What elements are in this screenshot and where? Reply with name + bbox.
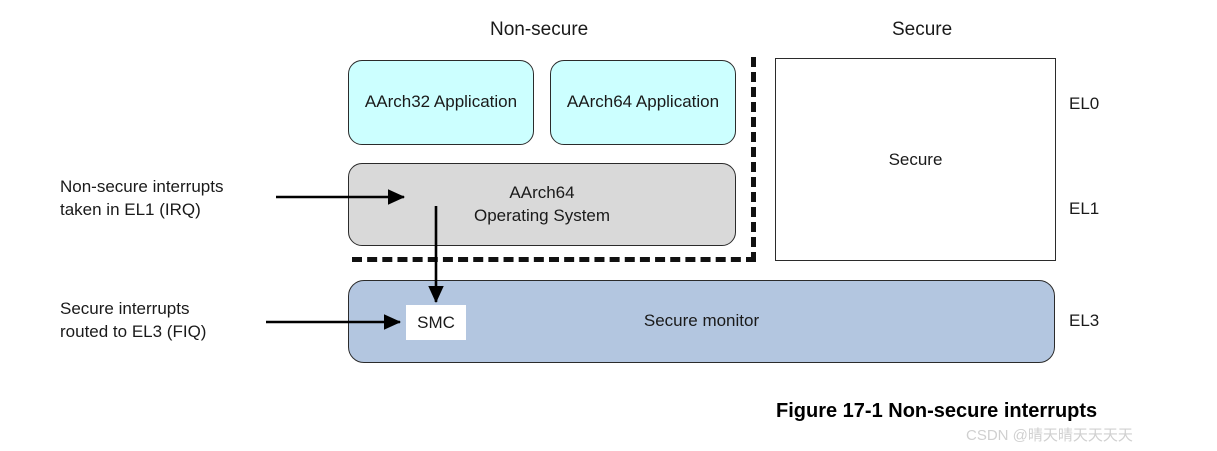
secure-world-box: Secure bbox=[775, 58, 1056, 261]
non-secure-interrupt-annotation: Non-secure interrupts taken in EL1 (IRQ) bbox=[60, 177, 224, 219]
secure-column-heading: Secure bbox=[892, 19, 953, 40]
figure-caption: Figure 17-1 Non-secure interrupts bbox=[776, 400, 1098, 422]
smc-label: SMC bbox=[417, 312, 455, 332]
exception-level-el0-label: EL0 bbox=[1069, 94, 1100, 113]
secure-interrupt-annotation: Secure interrupts routed to EL3 (FIQ) bbox=[60, 299, 207, 341]
world-separator-horizontal-dashed-line bbox=[352, 257, 756, 262]
aarch32-application-box: AArch32 Application bbox=[348, 60, 534, 145]
aarch64-operating-system-box: AArch64 Operating System bbox=[348, 163, 736, 246]
secure-monitor-label: Secure monitor bbox=[643, 311, 760, 331]
exception-level-el3-label: EL3 bbox=[1069, 311, 1100, 330]
csdn-watermark: CSDN @晴天晴天天天天 bbox=[966, 427, 1133, 444]
non-secure-column-heading: Non-secure bbox=[490, 19, 589, 40]
smc-box: SMC bbox=[406, 305, 466, 340]
aarch64-application-box: AArch64 Application bbox=[550, 60, 736, 145]
world-separator-vertical-dashed-line bbox=[751, 57, 756, 262]
exception-level-el1-label: EL1 bbox=[1069, 199, 1100, 218]
secure-world-label: Secure bbox=[888, 149, 943, 169]
